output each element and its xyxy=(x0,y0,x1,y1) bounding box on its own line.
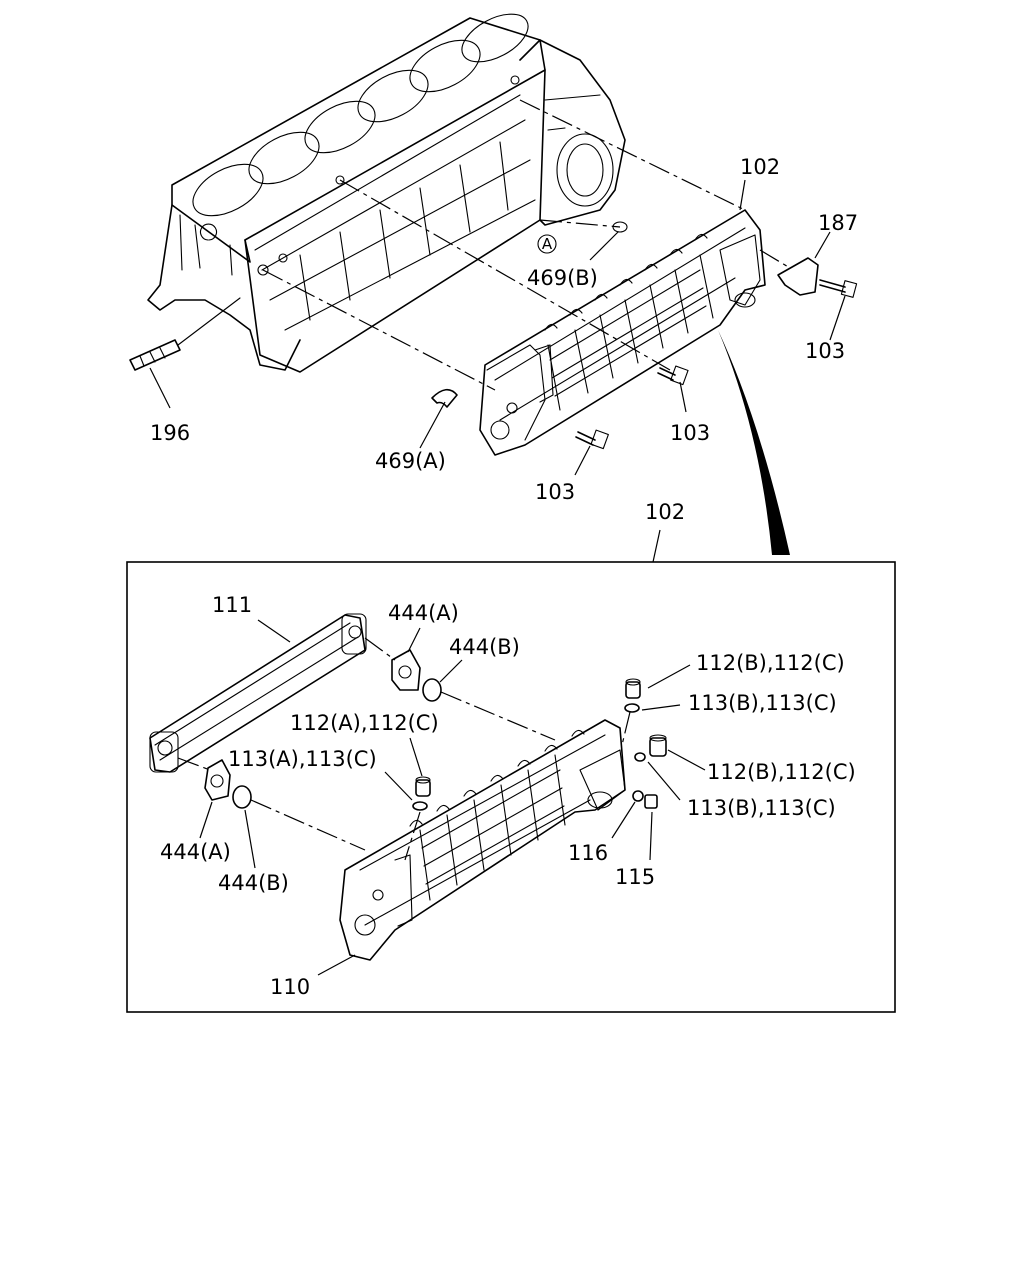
o-ring-469b xyxy=(612,221,628,233)
gasket-444a-top xyxy=(391,649,421,691)
label-444b-top: 444(B) xyxy=(449,635,520,659)
oil-cooler-assembly-top xyxy=(479,209,766,456)
nut-115 xyxy=(644,794,658,809)
o-ring-444b-top xyxy=(422,678,442,702)
plug-112-right xyxy=(649,734,667,757)
plug-112-top xyxy=(625,678,641,699)
label-103-right: 103 xyxy=(805,339,845,363)
label-113bc-top: 113(B),113(C) xyxy=(688,691,837,715)
label-115: 115 xyxy=(615,865,655,889)
label-469b: 469(B) xyxy=(527,266,598,290)
detail-callout-wedge xyxy=(718,330,790,555)
label-469a: 469(A) xyxy=(375,449,446,473)
reference-a-label: A xyxy=(542,235,553,253)
o-ring-444b-bottom xyxy=(232,785,252,809)
label-187: 187 xyxy=(818,211,858,235)
label-444b-bottom: 444(B) xyxy=(218,871,289,895)
label-112bc-top: 112(B),112(C) xyxy=(696,651,845,675)
plug-112-left xyxy=(415,776,431,797)
label-444a-top: 444(A) xyxy=(388,601,459,625)
label-103-mid: 103 xyxy=(670,421,710,445)
gasket-444a-bottom xyxy=(204,759,231,801)
leader-lines-detail xyxy=(199,619,706,976)
label-444a-bottom: 444(A) xyxy=(160,840,231,864)
detail-box xyxy=(126,561,896,1013)
reference-a-marker: A xyxy=(537,234,557,254)
alignment-lines-detail xyxy=(177,637,631,861)
bolt-103-bottom xyxy=(575,429,609,450)
label-102-top: 102 xyxy=(740,155,780,179)
label-116: 116 xyxy=(568,841,608,865)
label-113ac: 113(A),113(C) xyxy=(228,747,377,771)
label-110: 110 xyxy=(270,975,310,999)
plug-196 xyxy=(129,297,241,371)
cooler-element-111 xyxy=(149,613,367,773)
label-113bc-right: 113(B),113(C) xyxy=(687,796,836,820)
washer-113-right xyxy=(634,752,646,762)
alignment-lines-top xyxy=(262,99,791,391)
bracket-187 xyxy=(777,257,819,296)
washer-113-left xyxy=(412,801,428,811)
bolt-103-right xyxy=(819,279,858,298)
cooler-housing-110 xyxy=(339,719,626,961)
label-102-detail: 102 xyxy=(645,500,685,524)
label-112ac: 112(A),112(C) xyxy=(290,711,439,735)
bolt-103-mid xyxy=(657,365,689,386)
cylinder-block xyxy=(147,13,626,373)
label-103-bottom: 103 xyxy=(535,480,575,504)
label-112bc-right: 112(B),112(C) xyxy=(707,760,856,784)
label-196: 196 xyxy=(150,421,190,445)
leader-lines-top xyxy=(149,179,846,476)
o-ring-469a xyxy=(431,388,458,408)
label-111: 111 xyxy=(212,593,252,617)
washer-113-top xyxy=(624,703,640,713)
washer-116 xyxy=(632,790,644,802)
